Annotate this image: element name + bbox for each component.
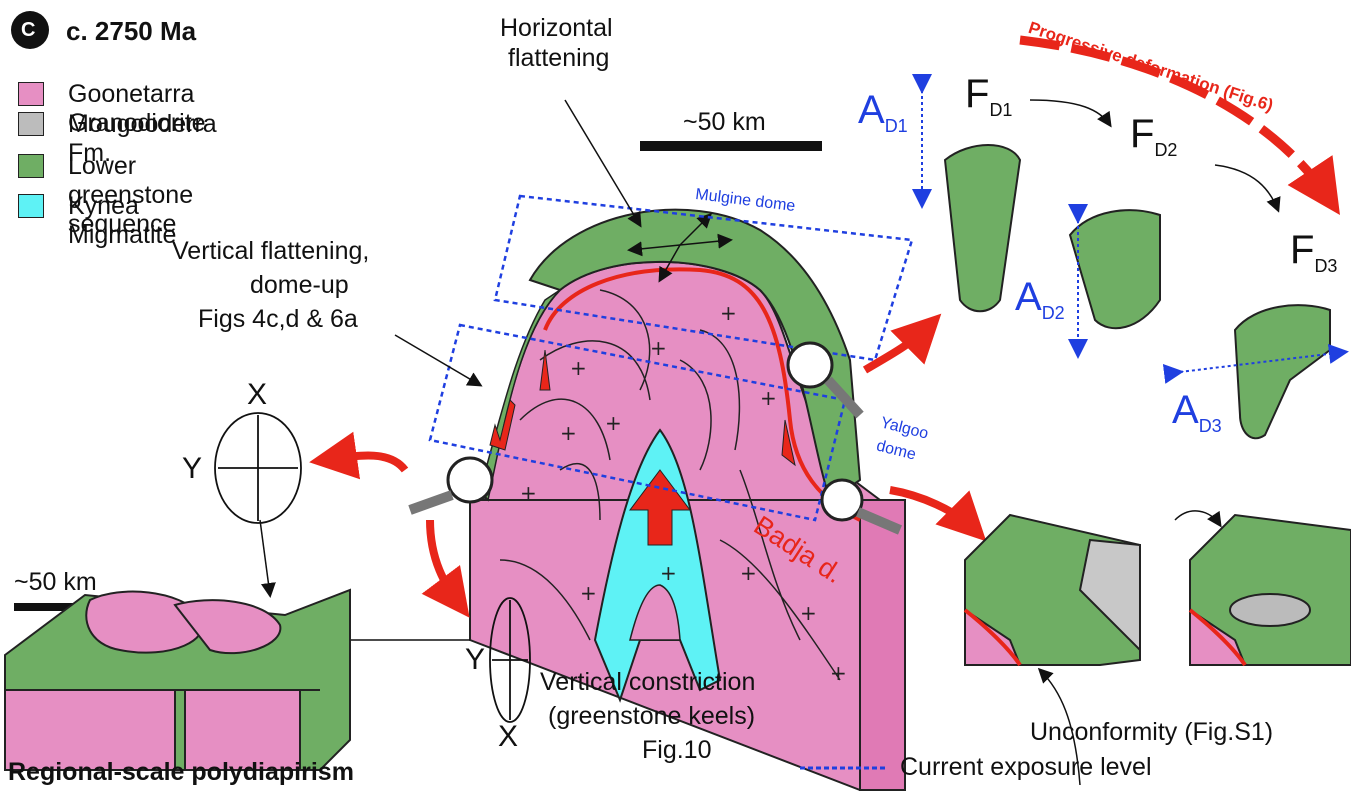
strain-ellipse-flattening — [215, 413, 301, 523]
axis-d2-label: AD2 — [1015, 275, 1065, 324]
panel-age: c. 2750 Ma — [66, 16, 196, 47]
strain-ellipse-constriction — [490, 598, 530, 722]
svg-text:+: + — [570, 356, 587, 380]
svg-text:+: + — [560, 421, 577, 445]
scale-bar-top — [640, 141, 822, 151]
horizontal-flattening-label-line2: flattening — [508, 44, 609, 73]
legend-swatch — [18, 194, 44, 218]
vertical-constriction-label-line1: Vertical constriction — [540, 668, 755, 697]
scale-label-left: ~50 km — [14, 568, 97, 597]
svg-text:+: + — [660, 561, 677, 585]
svg-text:+: + — [740, 561, 757, 585]
legend-swatch — [18, 82, 44, 106]
vertical-flattening-label-line1: Vertical flattening, — [172, 237, 369, 266]
unconformity-block-2 — [1190, 515, 1351, 665]
unconformity-block-1 — [965, 515, 1140, 665]
horizontal-flattening-label-line1: Horizontal — [500, 14, 613, 43]
fold-d1-label: FD1 — [965, 72, 1012, 121]
svg-text:+: + — [760, 386, 777, 410]
svg-text:+: + — [830, 661, 847, 685]
panel-letter: C — [21, 19, 35, 42]
ellipse2-x-label: X — [498, 720, 518, 754]
vertical-flattening-label-line3: Figs 4c,d & 6a — [198, 305, 358, 334]
regional-polydiapirism-block — [5, 590, 350, 770]
vertical-constriction-label-line2: (greenstone keels) — [548, 702, 755, 731]
axis-d1-label: AD1 — [858, 88, 908, 137]
fold-d2-label: FD2 — [1130, 112, 1177, 161]
vertical-constriction-label-line3: Fig.10 — [642, 736, 711, 765]
svg-text:+: + — [580, 581, 597, 605]
unconformity-label: Unconformity (Fig.S1) — [1030, 718, 1273, 747]
regional-polydiapirism-label: Regional-scale polydiapirism — [8, 758, 354, 787]
svg-text:+: + — [720, 301, 737, 325]
scale-label-top: ~50 km — [683, 108, 766, 137]
exposure-legend-label: Current exposure level — [900, 753, 1152, 782]
axis-d3-label: AD3 — [1172, 388, 1222, 437]
legend-label: Kynea Migmatite — [68, 192, 176, 250]
fold-d3-label: FD3 — [1290, 228, 1337, 277]
svg-text:+: + — [605, 411, 622, 435]
svg-text:+: + — [650, 336, 667, 360]
fold-icons — [945, 145, 1330, 438]
legend-swatch — [18, 112, 44, 136]
vertical-flattening-label-line2: dome-up — [250, 271, 349, 300]
svg-text:+: + — [520, 481, 537, 505]
ellipse1-y-label: Y — [182, 452, 202, 486]
ellipse2-y-label: Y — [465, 643, 485, 677]
svg-text:+: + — [800, 601, 817, 625]
legend-swatch — [18, 154, 44, 178]
ellipse1-x-label: X — [247, 378, 267, 412]
